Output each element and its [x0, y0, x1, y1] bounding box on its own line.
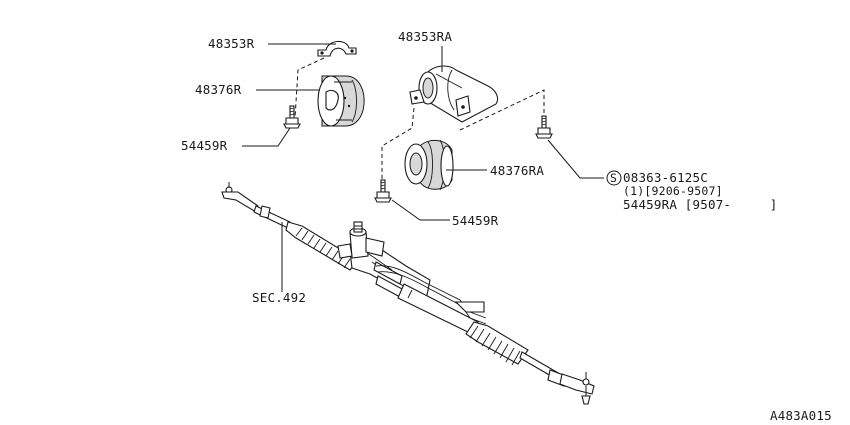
- label-08363-6125c-note: (1)[9206-9507]: [623, 184, 723, 198]
- bushing-48376r: [317, 75, 365, 127]
- assembly-line-ra-right: [459, 89, 545, 131]
- label-54459r-left: 54459R: [452, 213, 499, 228]
- label-54459ra: 54459RA [9507- ]: [623, 197, 778, 212]
- clamp-48353r: [317, 40, 357, 57]
- label-sec-492: SEC.492: [252, 290, 306, 305]
- bolt-08363-6125c: [535, 115, 553, 139]
- label-48353r: 48353R: [208, 36, 255, 51]
- leader-54459r-right: [242, 127, 291, 147]
- figure-id: A483A015: [770, 408, 832, 423]
- clamp-48353ra: [409, 65, 499, 123]
- label-48376r: 48376R: [195, 82, 242, 97]
- label-08363-6125c: 08363-6125C: [623, 170, 708, 185]
- label-48353ra: 48353RA: [398, 29, 452, 44]
- label-48376ra: 48376RA: [490, 163, 544, 178]
- standard-part-symbol: S: [606, 170, 622, 186]
- bolt-54459r-left: [374, 179, 392, 203]
- bolt-54459r-right: [283, 105, 301, 129]
- assembly-line-ra-left: [381, 107, 415, 182]
- leader-08363-6125c: [547, 139, 604, 179]
- standard-part-letter: S: [610, 171, 617, 185]
- label-54459r-right: 54459R: [181, 138, 228, 153]
- bushing-48376ra: [404, 139, 454, 191]
- leader-54459r-left: [391, 199, 450, 221]
- steering-rack-assembly: [221, 182, 595, 405]
- assembly-line-r: [294, 57, 325, 119]
